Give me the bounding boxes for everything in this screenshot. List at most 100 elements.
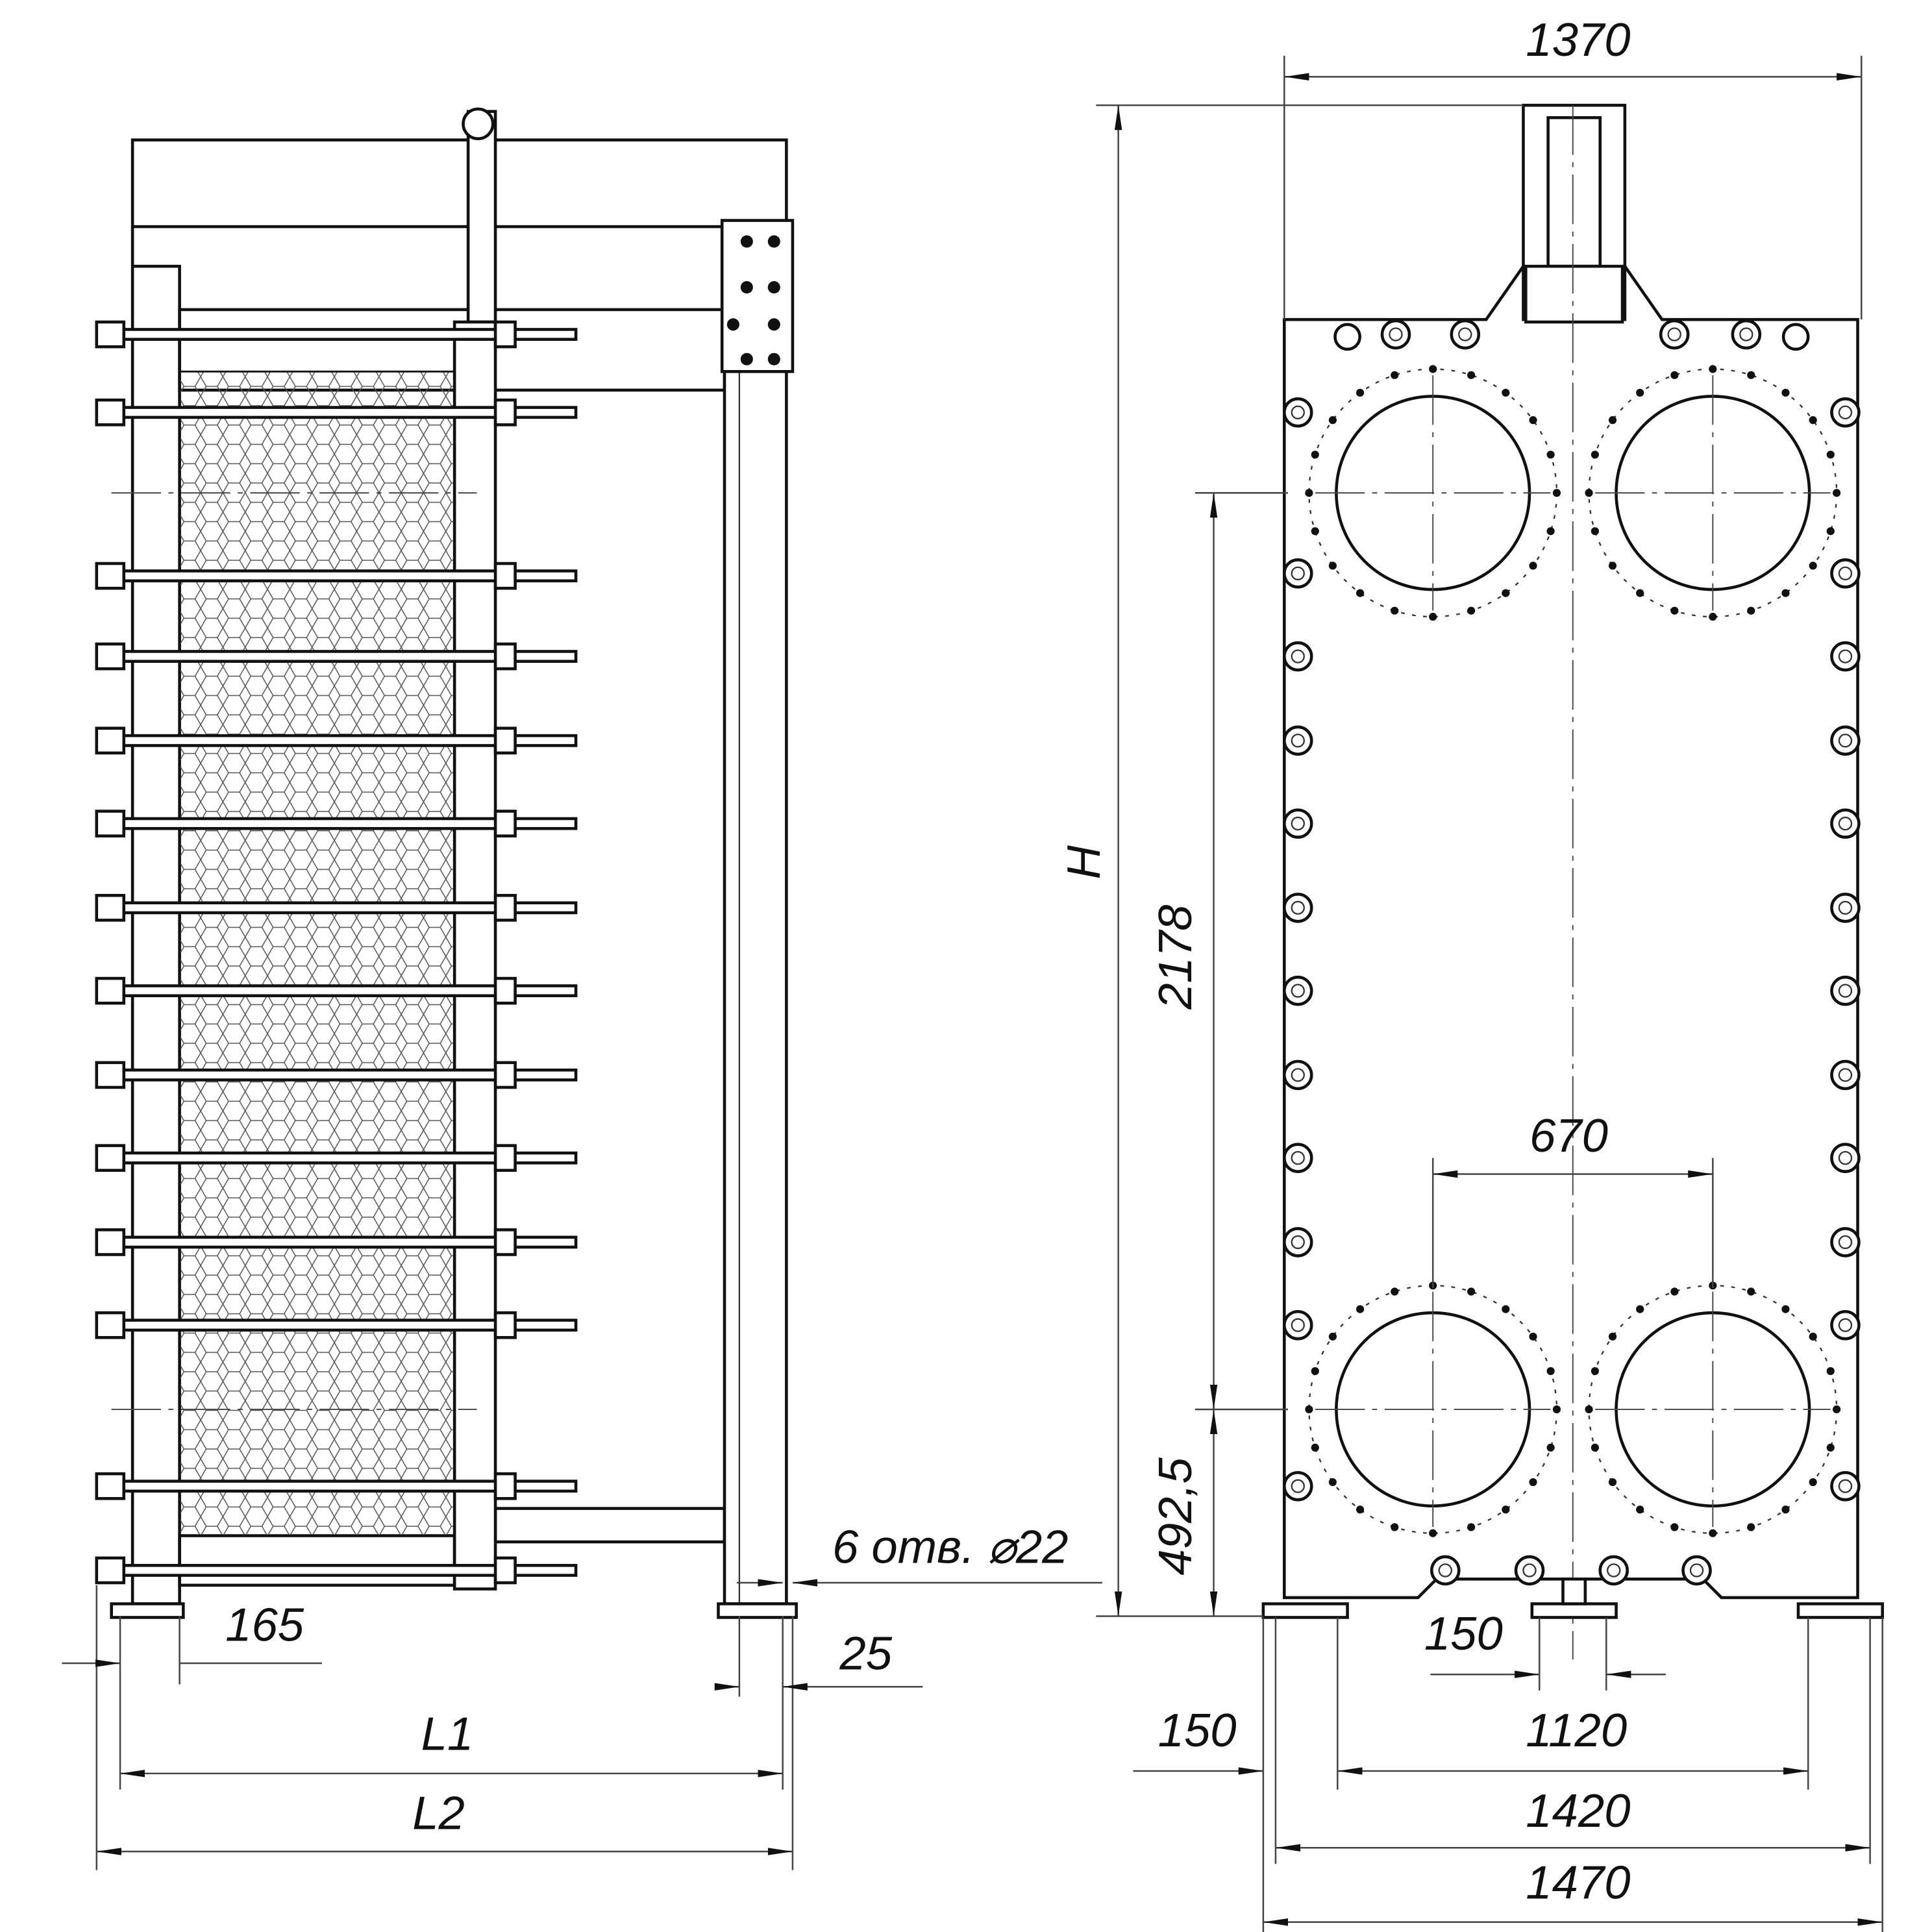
port-connection bbox=[1305, 1282, 1561, 1537]
bolt-icon bbox=[767, 318, 780, 331]
flange-bolt-icon bbox=[1546, 1367, 1555, 1376]
flange-bolt-icon bbox=[1546, 1443, 1555, 1452]
clamp-bolt-icon bbox=[1282, 1143, 1313, 1173]
flange-bolt-icon bbox=[1546, 527, 1555, 536]
tie-rod bbox=[95, 1311, 578, 1339]
clamp-bolt-icon bbox=[1598, 1555, 1629, 1586]
flange-bolt-icon bbox=[1747, 1523, 1755, 1531]
nut-icon bbox=[95, 320, 126, 349]
clamp-bolt-icon bbox=[1514, 1555, 1545, 1586]
dim-670: 670 bbox=[1530, 1109, 1608, 1162]
flange-bolt-icon bbox=[1467, 1287, 1476, 1296]
tie-rod bbox=[95, 893, 578, 922]
bolt-icon bbox=[767, 281, 780, 294]
nut-icon bbox=[493, 1472, 517, 1500]
flange-bolt-icon bbox=[1391, 371, 1399, 379]
flange-bolt-icon bbox=[1608, 416, 1617, 425]
flange-bolt-icon bbox=[1781, 589, 1790, 597]
clamp-bolt-icon bbox=[1830, 975, 1861, 1006]
hole-icon bbox=[1333, 323, 1361, 351]
flange-bolt-icon bbox=[1781, 1505, 1790, 1514]
dim-1470: 1470 bbox=[1526, 1856, 1630, 1909]
clamp-bolt-icon bbox=[1830, 893, 1861, 923]
nut-icon bbox=[493, 1228, 517, 1256]
nut-icon bbox=[493, 893, 517, 922]
flange-bolt-icon bbox=[1591, 451, 1600, 459]
flange-bolt-icon bbox=[1585, 489, 1593, 497]
dim-h: H bbox=[1058, 845, 1110, 879]
bolt-icon bbox=[726, 318, 739, 331]
hole-icon bbox=[1781, 323, 1810, 351]
flange-bolt-icon bbox=[1636, 388, 1644, 397]
flange-bolt-icon bbox=[1356, 388, 1365, 397]
flange-bolt-icon bbox=[1311, 1443, 1319, 1452]
flange-bolt-icon bbox=[1305, 1405, 1313, 1414]
port-connection bbox=[1585, 365, 1841, 621]
flange-bolt-icon bbox=[1833, 489, 1841, 497]
flange-bolt-icon bbox=[1502, 1505, 1510, 1514]
tie-rod bbox=[95, 1228, 578, 1256]
nut-icon bbox=[95, 1228, 126, 1256]
tie-rod bbox=[95, 1144, 578, 1172]
front-view bbox=[1261, 103, 1884, 1660]
side-view-dimensions: L1 L2 165 25 6 отв. ⌀22 bbox=[62, 1521, 1102, 1870]
clamp-bolt-icon bbox=[1450, 319, 1481, 350]
plate-pack bbox=[179, 370, 456, 1537]
flange-bolt-icon bbox=[1826, 1367, 1835, 1376]
clamp-bolt-icon bbox=[1430, 1555, 1461, 1586]
flange-bolt-icon bbox=[1467, 371, 1476, 379]
flange-bolt-icon bbox=[1552, 489, 1561, 497]
clamp-bolt-icon bbox=[1282, 1227, 1313, 1257]
bolt-icon bbox=[767, 353, 780, 365]
frame-plate bbox=[1282, 264, 1859, 1600]
clamp-bolt-icon bbox=[1681, 1555, 1712, 1586]
flange-bolt-icon bbox=[1636, 1505, 1644, 1514]
nut-icon bbox=[493, 976, 517, 1005]
fixed-frame-plate bbox=[130, 264, 181, 1605]
nut-icon bbox=[95, 1061, 126, 1089]
dim-150-left: 150 bbox=[1158, 1704, 1237, 1757]
bolt-icon bbox=[767, 235, 780, 248]
clamp-bolt-icon bbox=[1830, 1470, 1861, 1502]
port-connection bbox=[1585, 1282, 1841, 1537]
flange-bolt-icon bbox=[1809, 416, 1817, 425]
flange-bolt-icon bbox=[1429, 1529, 1437, 1537]
holes-note: 6 отв. ⌀22 bbox=[832, 1521, 1069, 1574]
front-view-dimensions: 1370 H 2178 492,5 670 150 150 1120 1420 bbox=[1058, 14, 1883, 1932]
tie-rod bbox=[95, 810, 578, 837]
nut-icon bbox=[95, 976, 126, 1005]
flange-bolt-icon bbox=[1391, 606, 1399, 615]
clamp-bolt-icon bbox=[1282, 1309, 1313, 1341]
hanger-roller-block bbox=[1546, 116, 1602, 268]
tie-rod bbox=[95, 562, 578, 590]
nut-icon bbox=[95, 1311, 126, 1339]
clamp-bolt-icon bbox=[1830, 641, 1861, 672]
clamp-bolt-icon bbox=[1731, 319, 1762, 350]
flange-bolt-icon bbox=[1328, 1332, 1337, 1341]
clamp-bolt-icon bbox=[1830, 397, 1861, 428]
dim-l2: L2 bbox=[412, 1787, 465, 1840]
flange-bolt-icon bbox=[1552, 1405, 1561, 1414]
nut-icon bbox=[95, 398, 126, 427]
nut-icon bbox=[493, 1144, 517, 1172]
nut-icon bbox=[493, 810, 517, 837]
bolt-icon bbox=[740, 235, 753, 248]
dim-165: 165 bbox=[225, 1599, 304, 1652]
nut-icon bbox=[493, 320, 517, 349]
flange-bolt-icon bbox=[1670, 1523, 1679, 1531]
flange-bolt-icon bbox=[1833, 1405, 1841, 1414]
flange-bolt-icon bbox=[1311, 527, 1319, 536]
flange-bolt-icon bbox=[1585, 1405, 1593, 1414]
nut-icon bbox=[493, 1311, 517, 1339]
flange-bolt-icon bbox=[1591, 1367, 1600, 1376]
flange-bolt-icon bbox=[1608, 1478, 1617, 1487]
tie-rod bbox=[95, 1472, 578, 1500]
clamp-bolt-icon bbox=[1830, 558, 1861, 589]
flange-bolt-icon bbox=[1670, 371, 1679, 379]
dim-1420: 1420 bbox=[1526, 1785, 1630, 1837]
clamp-bolt-icon bbox=[1282, 641, 1313, 672]
tie-rod bbox=[95, 1061, 578, 1089]
clamp-bolt-icon bbox=[1282, 558, 1313, 589]
flange-bolt-icon bbox=[1670, 606, 1679, 615]
